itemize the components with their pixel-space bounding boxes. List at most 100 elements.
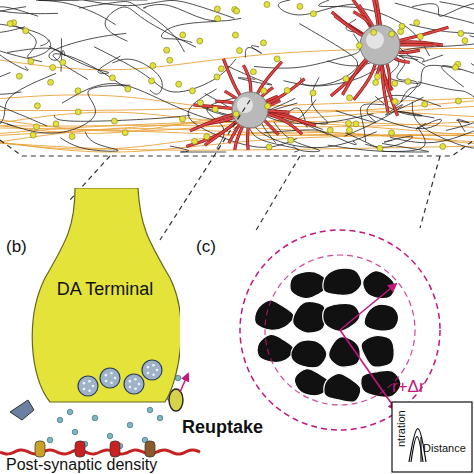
neurite-fiber [390, 124, 474, 150]
radius-arrow [340, 330, 396, 410]
da-terminal-dot [374, 74, 380, 80]
neurite-fiber [54, 115, 190, 121]
da-terminal-dot [405, 79, 411, 85]
da-terminal-dot [50, 64, 56, 70]
da-terminal-dot [30, 132, 36, 138]
da-terminal-dot [274, 56, 280, 62]
da-terminal-dot [197, 100, 203, 106]
da-terminal-dot [236, 48, 242, 54]
da-terminal-dot [452, 64, 458, 70]
receptor-symbol [10, 400, 34, 420]
da-terminal-dot [149, 78, 155, 84]
dopamine-molecule [147, 407, 153, 413]
neurite-fiber [0, 72, 22, 94]
da-terminal-dot [214, 6, 220, 12]
da-terminal-dot [234, 8, 240, 14]
neurite-fiber [60, 132, 118, 152]
cell-body [323, 268, 362, 295]
zoom-line [420, 156, 440, 228]
da-terminal-dot [353, 121, 359, 127]
neuron-highlight [237, 97, 253, 113]
da-terminal-dot [399, 23, 405, 29]
da-terminal-dot [28, 58, 34, 64]
da-terminal-dot [392, 98, 398, 104]
neurite-fiber [264, 130, 356, 145]
neurite-fiber [7, 85, 131, 133]
neurite-fiber [456, 119, 469, 132]
network-panel [0, 0, 474, 152]
da-terminal-dot [167, 57, 173, 63]
da-terminal-dot [16, 73, 22, 79]
neurite-fiber [49, 33, 126, 60]
neurite-fiber [412, 102, 474, 149]
axis-label: ntration [395, 410, 407, 447]
da-terminal-dot [189, 88, 195, 94]
da-terminal-dot [180, 32, 186, 38]
process-label: Reuptake [182, 418, 263, 438]
da-terminal-dot [192, 138, 198, 144]
neurite-fiber [0, 29, 28, 70]
da-terminal-dot [34, 124, 40, 130]
da-terminal-dot [266, 144, 272, 150]
da-terminal-dot [417, 34, 423, 40]
da-terminal-dot [212, 106, 218, 112]
neurite-fiber [0, 0, 58, 14]
neurite-fiber [284, 24, 358, 86]
dopamine-molecule [107, 433, 113, 439]
cell-body [293, 301, 326, 333]
da-terminal-dot [371, 29, 377, 35]
cell-body [361, 336, 394, 368]
da-terminal-dot [310, 11, 316, 17]
transporter-symbol [169, 389, 183, 411]
da-terminal-dot [458, 31, 464, 37]
cell-body [364, 304, 399, 331]
panel-label: (c) [196, 238, 216, 257]
da-terminal-dot [232, 32, 238, 38]
da-terminal-dot [414, 20, 420, 26]
cell-body [291, 340, 327, 368]
neurite-fiber [53, 54, 130, 91]
da-terminal-dot [356, 43, 362, 49]
receptor-symbol [145, 441, 155, 457]
receptor-symbol [110, 441, 120, 457]
da-terminal-dot [288, 137, 294, 143]
tissue-cells [254, 268, 401, 402]
da-terminal-dot [346, 120, 352, 126]
da-terminal-dot [347, 95, 353, 101]
neurite-fiber [49, 46, 120, 73]
da-terminal-dot [455, 98, 461, 104]
neurite-fiber [0, 61, 13, 126]
da-terminal-dot [23, 28, 29, 34]
da-terminal-dot [176, 81, 182, 87]
da-terminal-dot [214, 74, 220, 80]
da-terminal-dot [284, 87, 290, 93]
da-terminal-dot [7, 21, 13, 27]
da-terminal-dot [389, 31, 395, 37]
neurite-fiber [0, 81, 47, 126]
da-terminal-dot [389, 130, 395, 136]
shell-outer [240, 230, 440, 430]
dopamine-molecule [127, 422, 133, 428]
da-terminal-dot [346, 127, 352, 133]
da-terminal-dot [260, 40, 266, 46]
zoom-line [0, 140, 474, 156]
da-terminal-dot [109, 75, 115, 81]
dopamine-molecule [92, 415, 98, 421]
dopamine-molecule [47, 437, 53, 443]
neurite-fiber [112, 59, 162, 94]
da-terminal-dot [197, 38, 203, 44]
neuron-body [232, 92, 268, 128]
da-terminal-dot [377, 145, 383, 151]
node-title: DA Terminal [30, 280, 180, 300]
neurite-fiber [440, 2, 474, 74]
da-terminal-dot [75, 109, 81, 115]
neurite-fiber [0, 5, 42, 62]
da-terminal-dot [53, 121, 59, 127]
da-terminal-dot [111, 118, 117, 124]
da-terminal-dot [150, 63, 156, 69]
da-terminal-dot [422, 101, 428, 107]
neurite-fiber [360, 104, 384, 142]
da-terminal-dot [327, 127, 333, 133]
structure-label: Post-synaptic density [6, 456, 157, 474]
neurite-fiber [365, 136, 412, 147]
